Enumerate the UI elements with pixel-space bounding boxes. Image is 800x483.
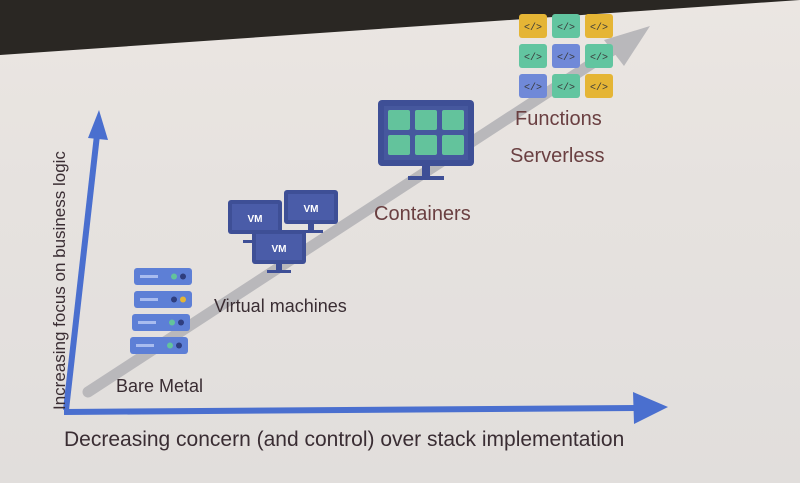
vm-tag: VM xyxy=(248,214,263,225)
containers-label: Containers xyxy=(374,203,471,225)
x-axis-label: Decreasing concern (and control) over st… xyxy=(64,428,625,451)
code-tag: </> xyxy=(557,82,575,94)
serverless-label: Serverless xyxy=(510,145,605,167)
code-tag: </> xyxy=(590,22,608,34)
vm-monitor-icon: VM xyxy=(284,190,338,233)
code-tag: </> xyxy=(524,52,542,64)
code-tag: </> xyxy=(590,82,608,94)
code-tag: </> xyxy=(524,22,542,34)
code-tag: </> xyxy=(524,82,542,94)
virtual-machines-label: Virtual machines xyxy=(214,296,347,316)
vm-monitor-icon: VM xyxy=(252,230,306,273)
y-axis-arrow xyxy=(63,110,108,411)
bare-metal-label: Bare Metal xyxy=(116,376,204,396)
functions-label: Functions xyxy=(515,108,602,130)
y-axis-label: Increasing focus on business logic xyxy=(50,151,69,410)
code-tag: </> xyxy=(557,52,575,64)
x-axis-arrow xyxy=(63,392,668,424)
server-stack-icon xyxy=(130,268,192,354)
code-tag: </> xyxy=(590,52,608,64)
trend-arrow xyxy=(82,26,650,398)
vm-tag: VM xyxy=(304,204,319,215)
code-tag: </> xyxy=(557,22,575,34)
function-tiles-icon: </> </> </> </> </> </> </> </> </> xyxy=(519,14,613,98)
container-monitor-icon xyxy=(378,100,474,180)
vm-tag: VM xyxy=(272,244,287,255)
vm-monitor-icon: VM xyxy=(228,200,282,243)
